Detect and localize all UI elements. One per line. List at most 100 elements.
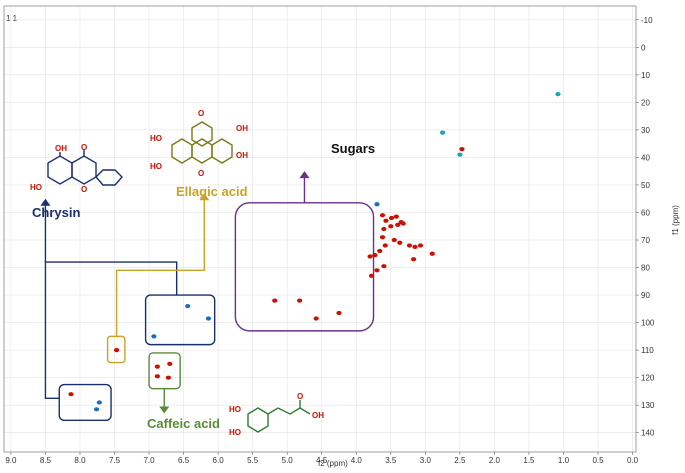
panel-label: 1 1 bbox=[6, 14, 18, 23]
x-tick-label: 3.5 bbox=[385, 456, 397, 465]
ellagic-ho-2: HO bbox=[150, 162, 162, 171]
peak bbox=[412, 244, 418, 249]
x-tick-label: 0.0 bbox=[627, 456, 639, 465]
caffeic-o: O bbox=[297, 392, 303, 401]
peak bbox=[313, 316, 319, 321]
x-tick-label: 9.0 bbox=[5, 456, 17, 465]
peak bbox=[388, 224, 394, 229]
y-tick-label: 140 bbox=[641, 429, 655, 438]
caffeic-acid-structure: O OH HO HO bbox=[229, 392, 324, 437]
x-tick-label: 1.5 bbox=[523, 456, 535, 465]
y-tick-label: 40 bbox=[641, 153, 650, 162]
chrysin-box-1 bbox=[58, 383, 112, 422]
chrysin-ho: HO bbox=[30, 183, 42, 192]
caffeic-acid-label: Caffeic acid bbox=[147, 416, 220, 431]
peak bbox=[379, 213, 386, 218]
chrysin-arrowhead bbox=[40, 198, 51, 206]
ellagic-arrowhead bbox=[199, 193, 210, 201]
peak bbox=[154, 364, 160, 369]
peak bbox=[372, 253, 378, 258]
peak bbox=[367, 254, 373, 259]
peak bbox=[336, 310, 342, 316]
peak bbox=[555, 91, 561, 97]
peak bbox=[440, 130, 446, 135]
peak bbox=[297, 298, 303, 303]
caffeic-oh: OH bbox=[312, 411, 324, 420]
y-tick-label: 100 bbox=[641, 319, 655, 328]
caffeic-ho-2: HO bbox=[229, 428, 241, 437]
ellagic-ho-1: HO bbox=[150, 134, 162, 143]
peak bbox=[393, 214, 399, 219]
peak bbox=[151, 334, 157, 339]
chrysin-structure: OH O HO O bbox=[30, 143, 123, 194]
x-tick-label: 7.5 bbox=[109, 456, 121, 465]
x-tick-label: 8.0 bbox=[74, 456, 86, 465]
ellagic-acid-label: Ellagic acid bbox=[176, 184, 248, 199]
y-tick-label: 30 bbox=[641, 126, 650, 135]
y-tick-label: 130 bbox=[641, 401, 655, 410]
y-tick-label: 90 bbox=[641, 291, 650, 300]
peak bbox=[272, 298, 278, 303]
ellagic-connector bbox=[115, 198, 206, 337]
peak bbox=[406, 243, 413, 248]
y-tick-label: 110 bbox=[641, 346, 654, 355]
y-tick-label: 120 bbox=[641, 374, 655, 383]
peak bbox=[397, 240, 403, 245]
peak bbox=[113, 348, 120, 353]
y-tick-label: 0 bbox=[641, 43, 646, 52]
peak bbox=[377, 248, 383, 254]
chrysin-o-carbonyl: O bbox=[81, 143, 87, 152]
peak bbox=[382, 243, 388, 248]
peak bbox=[165, 375, 171, 380]
x-tick-label: 4.5 bbox=[316, 456, 328, 465]
plot-grid bbox=[4, 6, 636, 452]
y-tick-label: 70 bbox=[641, 236, 650, 245]
peak bbox=[410, 257, 417, 262]
x-tick-label: 3.0 bbox=[420, 456, 432, 465]
caffeic-box bbox=[148, 352, 181, 390]
x-tick-label: 5.0 bbox=[282, 456, 294, 465]
peak bbox=[383, 218, 389, 223]
peak bbox=[205, 316, 212, 321]
x-tick-label: 2.0 bbox=[489, 456, 501, 465]
x-axis-label: f2 (ppm) bbox=[318, 459, 348, 468]
peak bbox=[154, 374, 160, 379]
peak bbox=[185, 303, 191, 309]
ellagic-o-bottom: O bbox=[198, 169, 204, 178]
peak bbox=[429, 251, 435, 256]
chrysin-box-2 bbox=[144, 294, 216, 346]
plot-border bbox=[3, 5, 637, 453]
ellagic-oh-2: OH bbox=[236, 151, 248, 160]
peak bbox=[167, 361, 173, 367]
peaks-layer bbox=[68, 91, 561, 412]
peak bbox=[391, 237, 397, 243]
x-tick-label: 0.5 bbox=[592, 456, 604, 465]
caffeic-arrowhead bbox=[159, 406, 170, 414]
x-tick-label: 6.0 bbox=[213, 456, 225, 465]
y-tick-label: 50 bbox=[641, 181, 650, 190]
caffeic-ho-1: HO bbox=[229, 405, 241, 414]
annotation-connectors bbox=[40, 171, 375, 422]
x-tick-label: 7.0 bbox=[143, 456, 155, 465]
chrysin-o-ring: O bbox=[81, 185, 87, 194]
chrysin-oh-top: OH bbox=[55, 144, 67, 153]
y-tick-label: 60 bbox=[641, 208, 650, 217]
y-tick-label: 20 bbox=[641, 98, 650, 107]
x-tick-label: 4.0 bbox=[351, 456, 363, 465]
x-tick-label: 2.5 bbox=[454, 456, 466, 465]
sugars-arrowhead bbox=[299, 171, 310, 179]
plot-frame bbox=[3, 5, 637, 453]
peak bbox=[400, 221, 406, 226]
peak bbox=[368, 273, 375, 278]
peak bbox=[93, 407, 100, 412]
peak bbox=[381, 226, 387, 232]
peak bbox=[96, 400, 102, 405]
ellagic-acid-structure: O OH OH HO HO O bbox=[150, 109, 248, 178]
peak bbox=[68, 392, 74, 397]
peak bbox=[374, 268, 380, 273]
ellagic-o-top: O bbox=[198, 109, 204, 118]
ellagic-oh-1: OH bbox=[236, 124, 248, 133]
peak bbox=[374, 202, 380, 207]
